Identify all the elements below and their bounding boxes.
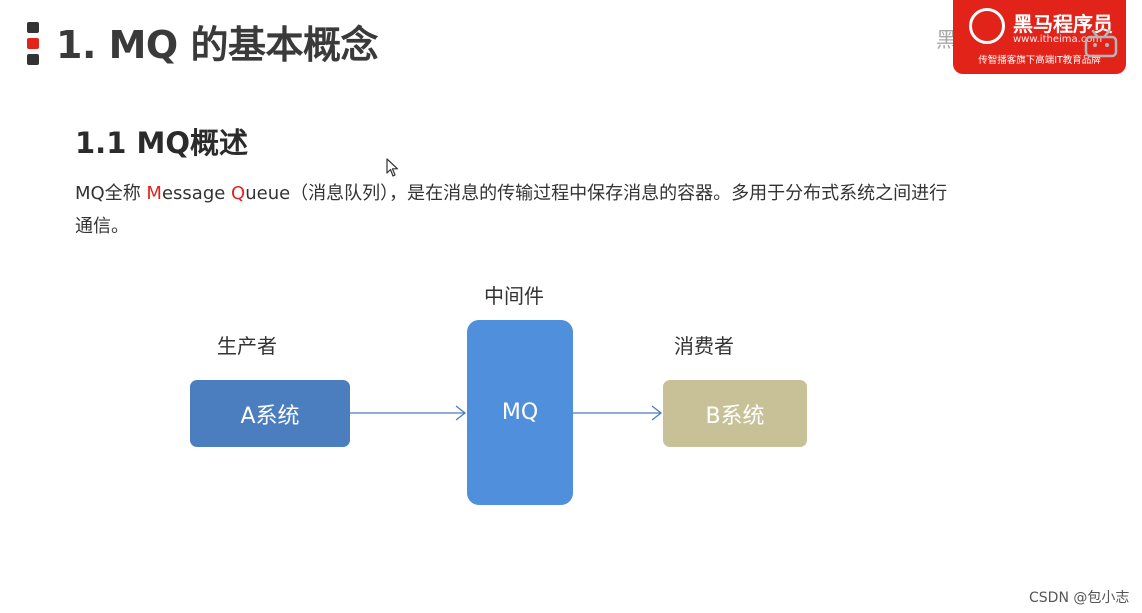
consumer-label: 消费者	[674, 334, 734, 358]
logo-main-text: 黑马程序员	[1013, 12, 1113, 36]
para-rest: ueue（消息队列），是在消息的传输过程中保存消息的容器。多用于分布式系统之间进…	[75, 183, 948, 237]
page-title: 1. MQ 的基本概念	[56, 23, 378, 67]
logo-tagline: 传智播客旗下高端IT教育品牌	[978, 55, 1101, 66]
mq-label: MQ	[501, 400, 539, 425]
mq-description: MQ全称 Message Queue（消息队列），是在消息的传输过程中保存消息的…	[75, 177, 955, 243]
footer-credit: CSDN @包小志	[1029, 590, 1130, 606]
section-heading: 1.1 MQ概述	[75, 126, 248, 160]
title-bullet-icon-bottom	[27, 54, 39, 65]
title-bullet-icon-middle	[27, 38, 39, 49]
system-b-box: B系统	[663, 380, 807, 447]
system-a-box: A系统	[190, 380, 350, 447]
para-prefix: MQ全称	[75, 183, 147, 204]
middleware-label: 中间件	[484, 284, 544, 308]
title-bullet-icon-top	[27, 22, 39, 33]
para-essage: essage	[161, 183, 232, 204]
highlight-q: Q	[231, 183, 246, 204]
mouse-cursor-icon	[386, 158, 399, 177]
horse-logo-icon	[969, 8, 1005, 44]
producer-label: 生产者	[217, 334, 277, 358]
arrow-mq-to-b	[573, 405, 663, 421]
bilibili-icon	[1084, 30, 1118, 58]
system-b-label: B系统	[705, 403, 765, 429]
system-a-label: A系统	[240, 403, 300, 429]
mq-box: MQ	[467, 320, 573, 505]
highlight-m: M	[146, 183, 162, 204]
logo-url-text: www.itheima.com	[1013, 34, 1103, 45]
arrow-a-to-mq	[350, 405, 467, 421]
